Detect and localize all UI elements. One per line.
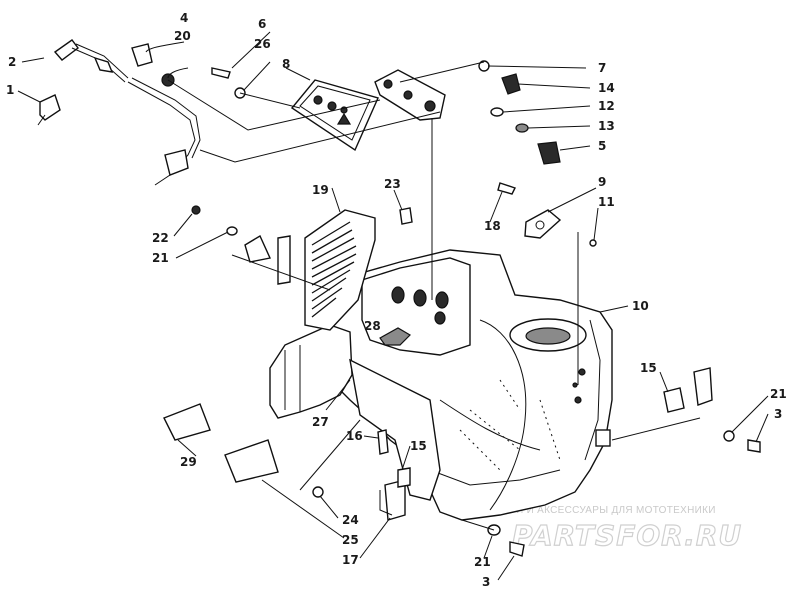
watermark-tagline: ЗАПЧАСТИ И АКСЕССУАРЫ ДЛЯ МОТОТЕХНИКИ: [468, 505, 716, 516]
leader-lines: [17, 31, 769, 581]
callout-27: 27: [312, 415, 329, 429]
callout-8: 8: [282, 57, 290, 71]
callout-21-bottom: 21: [474, 555, 491, 569]
callout-25: 25: [342, 533, 359, 547]
callout-16: 16: [346, 429, 363, 443]
hardware: [131, 43, 761, 557]
callout-23: 23: [384, 177, 401, 191]
callout-6: 6: [258, 17, 266, 31]
callout-12: 12: [598, 99, 615, 113]
callout-21-right: 21: [770, 387, 787, 401]
callout-24: 24: [342, 513, 359, 527]
callout-10: 10: [632, 299, 649, 313]
callout-13: 13: [598, 119, 615, 133]
callout-3-right: 3: [774, 407, 782, 421]
callout-4: 4: [180, 11, 188, 25]
callout-18: 18: [484, 219, 501, 233]
callout-29: 29: [180, 455, 197, 469]
callout-7: 7: [598, 61, 606, 75]
callout-17: 17: [342, 553, 359, 567]
throttle-linkage: [37, 39, 201, 186]
callout-14: 14: [598, 81, 615, 95]
watermark-brand: PARTSFOR.RU: [512, 519, 742, 552]
callout-5: 5: [598, 139, 606, 153]
switch-plate: [374, 69, 446, 121]
callout-21-left: 21: [152, 251, 169, 265]
gauge-panel: [290, 79, 379, 152]
callout-22: 22: [152, 231, 169, 245]
callout-2: 2: [8, 55, 16, 69]
console-body: [269, 249, 613, 521]
callout-3-bottom: 3: [482, 575, 490, 589]
callout-28: 28: [364, 319, 381, 333]
callout-labels: 2 1 4 20 6 26 8 7 14 12 13 5 9 11 18 23 …: [6, 11, 787, 589]
callout-11: 11: [598, 195, 615, 209]
callout-9: 9: [598, 175, 606, 189]
callout-15-lower: 15: [410, 439, 427, 453]
callout-1: 1: [6, 83, 14, 97]
callout-19: 19: [312, 183, 329, 197]
callout-20: 20: [174, 29, 191, 43]
callout-26: 26: [254, 37, 271, 51]
callout-15-right: 15: [640, 361, 657, 375]
